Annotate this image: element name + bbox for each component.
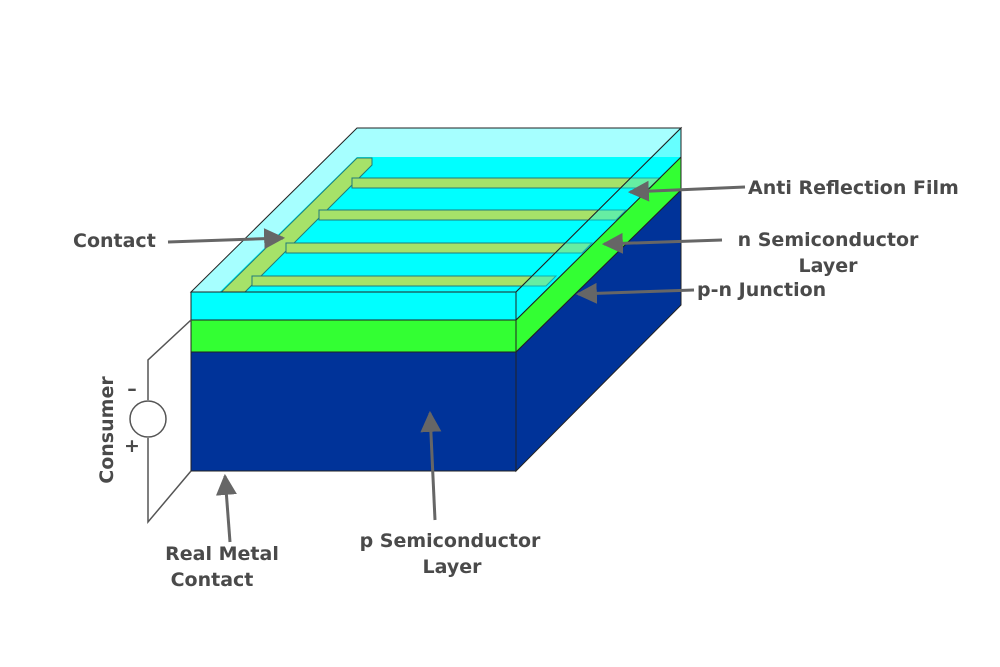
p-layer-label-line2: Layer — [423, 556, 483, 578]
rear-contact-label-line1: Real Metal — [165, 543, 279, 565]
n-layer-arrow — [601, 232, 723, 254]
p-layer-arrow — [420, 410, 442, 521]
pn-junction-label: p-n Junction — [697, 279, 826, 301]
consumer-icon — [129, 400, 167, 438]
circuit-wire-bottom — [147, 438, 192, 525]
p-semiconductor-layer — [190, 188, 682, 473]
contact-label: Contact — [73, 230, 156, 252]
consumer-minus-label: – — [127, 378, 137, 400]
n-layer-label-line1: n Semiconductor — [738, 229, 919, 251]
anti-reflection-film — [189, 126, 683, 322]
rear-contact-label-line2: Contact — [171, 569, 254, 591]
circuit-wire-top — [147, 319, 192, 400]
label-arrows — [167, 180, 746, 543]
anti-reflection-arrow — [627, 180, 746, 202]
consumer-circuit — [129, 319, 192, 525]
consumer-label: Consumer — [96, 376, 118, 484]
consumer-plus-label: + — [124, 435, 140, 457]
anti-reflection-label: Anti Reflection Film — [748, 177, 959, 199]
n-layer-label-line2: Layer — [799, 255, 859, 277]
rear-contact-arrow — [215, 473, 237, 543]
contact-arrow — [167, 228, 286, 250]
p-layer-label-line1: p Semiconductor — [360, 530, 541, 552]
pn-junction-arrow — [575, 282, 695, 304]
